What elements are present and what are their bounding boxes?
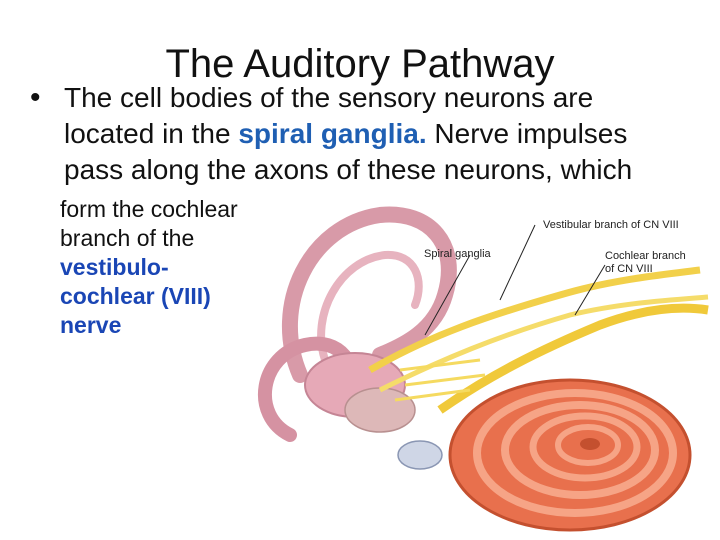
semicircular-canal	[317, 250, 423, 364]
cochlea-turn	[473, 389, 677, 517]
label-cochlear-branch: Cochlear branch of CN VIII	[605, 250, 686, 276]
highlight-nerve-name: vestibulo-	[60, 254, 169, 280]
bullet-text: located in the	[64, 118, 239, 149]
bullet-line-3: pass along the axons of these neurons, w…	[64, 154, 633, 185]
label-line: of CN VIII	[605, 263, 653, 275]
cochlea-turn	[501, 401, 659, 499]
continuation-line: form the cochlear	[60, 196, 238, 222]
vestibular-nerve	[368, 266, 701, 374]
cochlea-turn	[555, 424, 621, 466]
label-leader-line	[424, 254, 471, 336]
label-vestibular-branch: Vestibular branch of CN VIII	[543, 219, 679, 231]
saccule	[344, 387, 416, 433]
bullet-line-2: located in the spiral ganglia. Nerve imp…	[64, 116, 627, 152]
cochlea-turn	[529, 412, 641, 482]
semicircular-canal	[282, 206, 457, 383]
cochlea-apex	[580, 438, 600, 450]
highlight-nerve-name: cochlear (VIII)	[60, 283, 211, 309]
label-leader-line	[574, 264, 606, 316]
label-leader-line	[499, 224, 536, 301]
slide-title: The Auditory Pathway	[165, 42, 555, 86]
bullet-continuation: form the cochlear branch of the vestibul…	[60, 195, 275, 340]
nerve-fiber	[394, 358, 486, 402]
label-spiral-ganglia: Spiral ganglia	[424, 248, 491, 260]
label-line: Cochlear branch	[605, 250, 686, 262]
highlight-spiral-ganglia: spiral ganglia.	[238, 118, 427, 149]
bullet-line-1: The cell bodies of the sensory neurons a…	[64, 82, 594, 113]
oval-window	[397, 440, 443, 470]
highlight-nerve-name: nerve	[60, 312, 122, 338]
inner-ear-illustration	[258, 206, 709, 532]
continuation-line: branch of the	[60, 225, 195, 251]
bullet-text: Nerve impulses	[426, 118, 628, 149]
cochlear-nerve	[437, 303, 709, 414]
bullet-marker: •	[30, 81, 41, 114]
